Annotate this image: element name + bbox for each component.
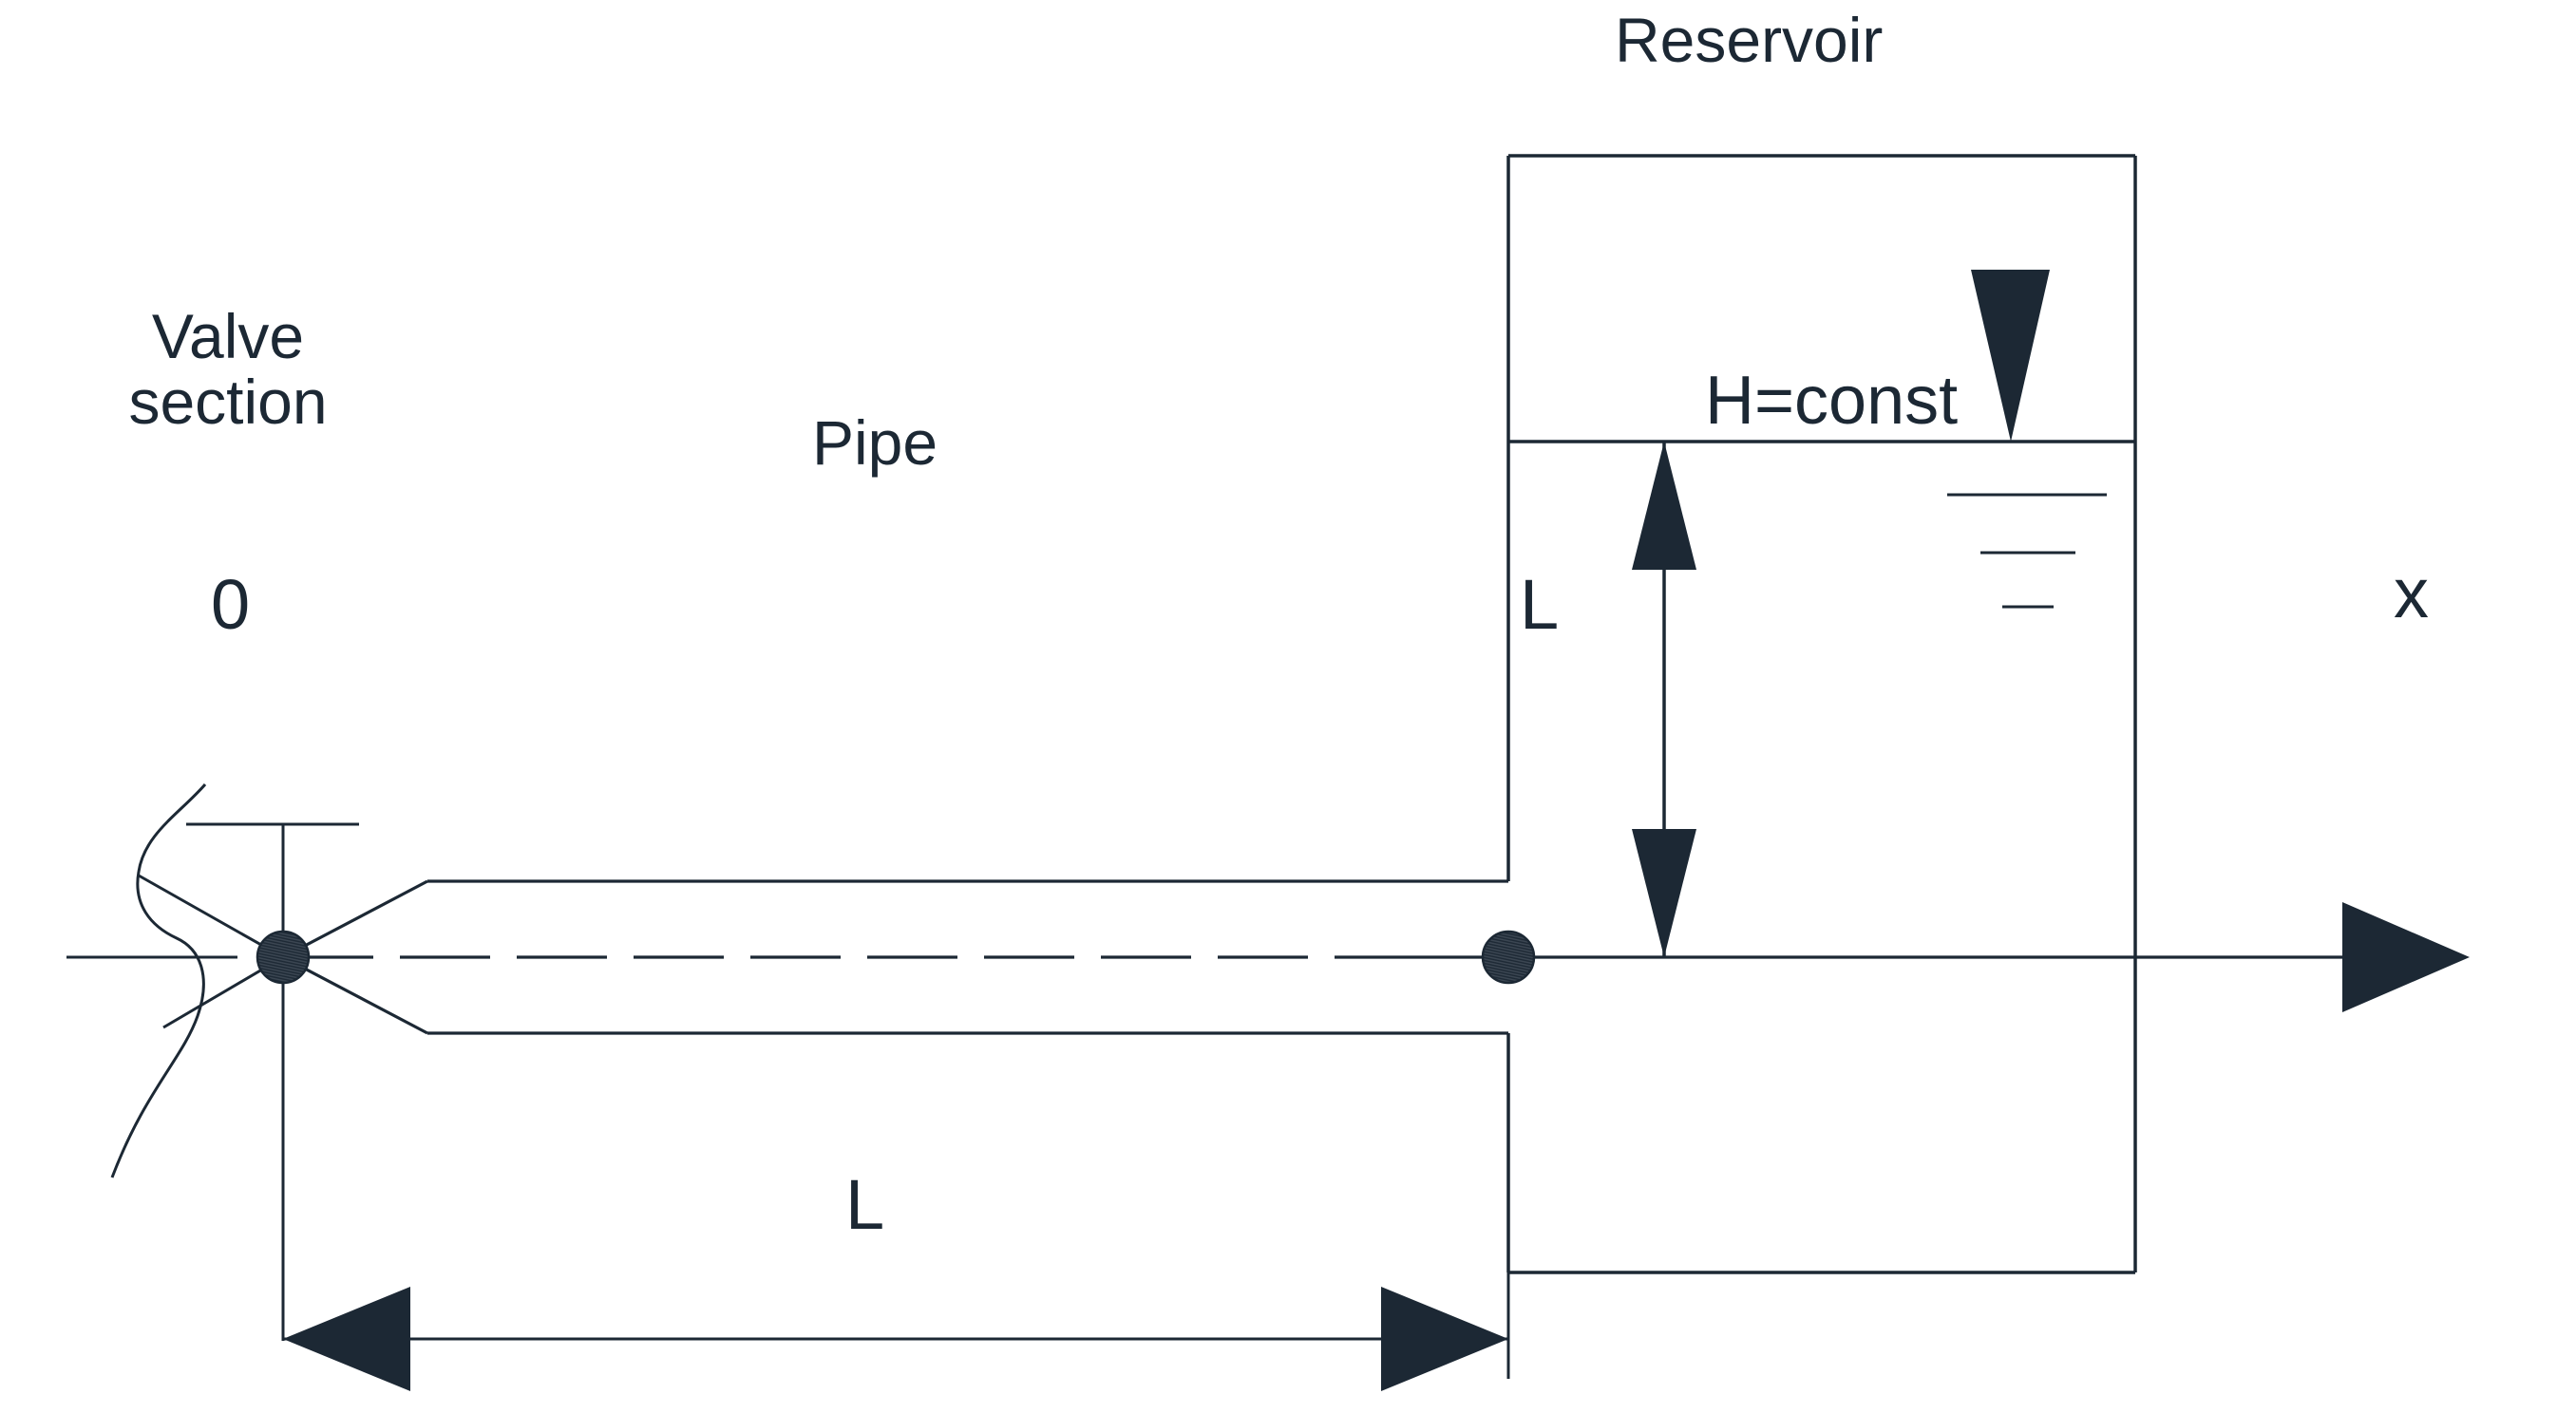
x-axis-arrowhead-icon [2342, 902, 2470, 1012]
end-node-label: L [1520, 565, 1560, 644]
x-axis-label: x [2394, 554, 2429, 632]
pipe-walls [282, 879, 1508, 1035]
head-dimension-arrow [1632, 442, 1696, 957]
origin-node-dot [256, 930, 311, 985]
length-dimension-label: L [845, 1165, 885, 1244]
length-dimension-line [283, 1045, 1510, 1391]
water-level-triangle-icon [1971, 270, 2050, 442]
head-constant-label: H=const [1705, 363, 1959, 439]
reservoir-label: Reservoir [1615, 5, 1884, 75]
pipe-label: Pipe [812, 407, 938, 478]
origin-node-label: 0 [211, 565, 251, 644]
water-level-tick-lines [1947, 493, 2107, 609]
valve-section-label: Valve section [128, 301, 328, 438]
reservoir-outline [1506, 154, 2137, 1274]
end-node-dot [1481, 930, 1536, 985]
valve-symbol [66, 783, 359, 1341]
